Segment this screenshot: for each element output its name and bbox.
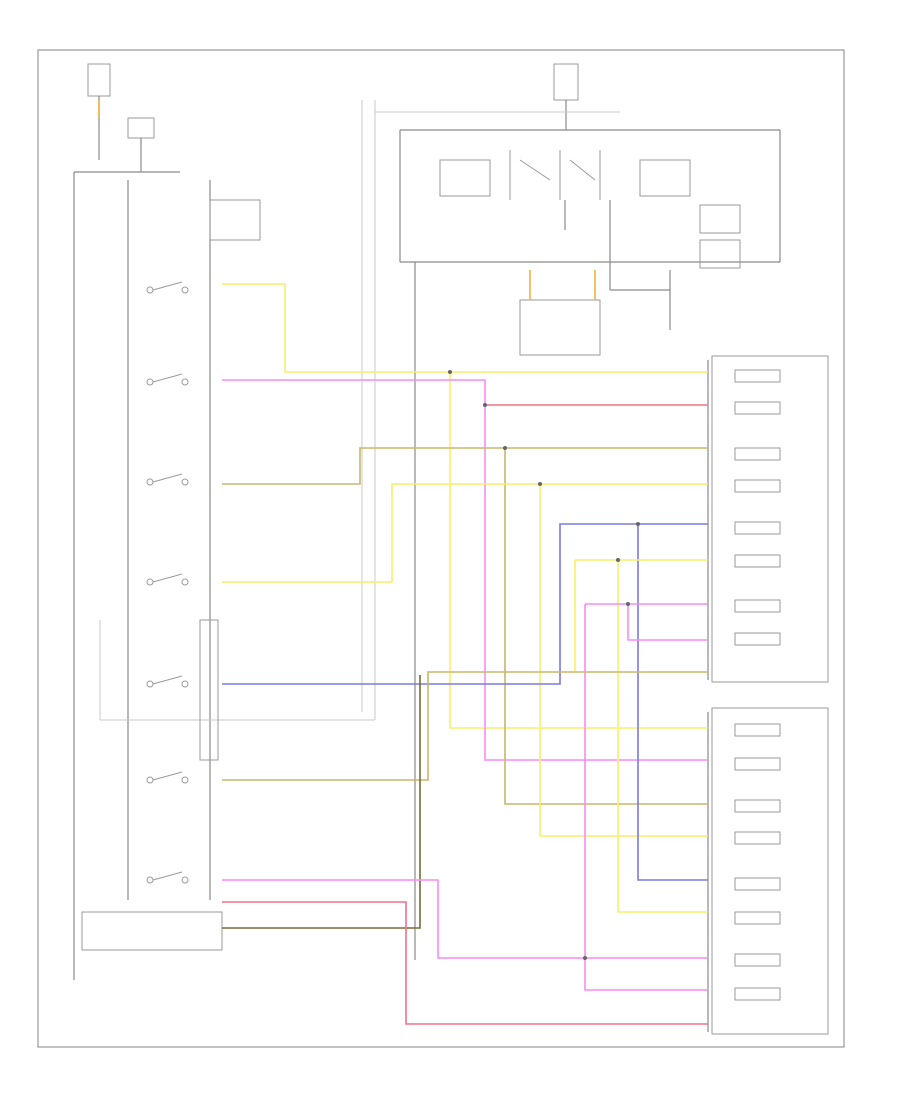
driver-seat-switch-column xyxy=(99,100,376,900)
right-connector-bottom xyxy=(707,707,829,1035)
switch-contacts xyxy=(81,199,261,951)
wire-tan-2 xyxy=(222,671,708,781)
wire-pink-1 xyxy=(222,379,708,761)
wire-brown xyxy=(222,675,421,929)
right-connector-top xyxy=(707,355,829,683)
wire-yellow-top xyxy=(222,283,708,729)
left-power-feed xyxy=(73,63,180,980)
wire-blue xyxy=(222,523,708,881)
wire-red-2 xyxy=(222,901,708,1025)
wire-pink-3 xyxy=(222,879,708,959)
wire-tan-1 xyxy=(222,447,708,805)
splice-points xyxy=(448,370,640,960)
wire-yellow-2 xyxy=(222,483,708,837)
motor-symbols xyxy=(734,369,781,1001)
wire-pink-2 xyxy=(584,603,708,991)
wire-yellow-3 xyxy=(574,559,708,913)
diagram-frame xyxy=(37,49,845,1048)
relay-block xyxy=(375,63,781,960)
